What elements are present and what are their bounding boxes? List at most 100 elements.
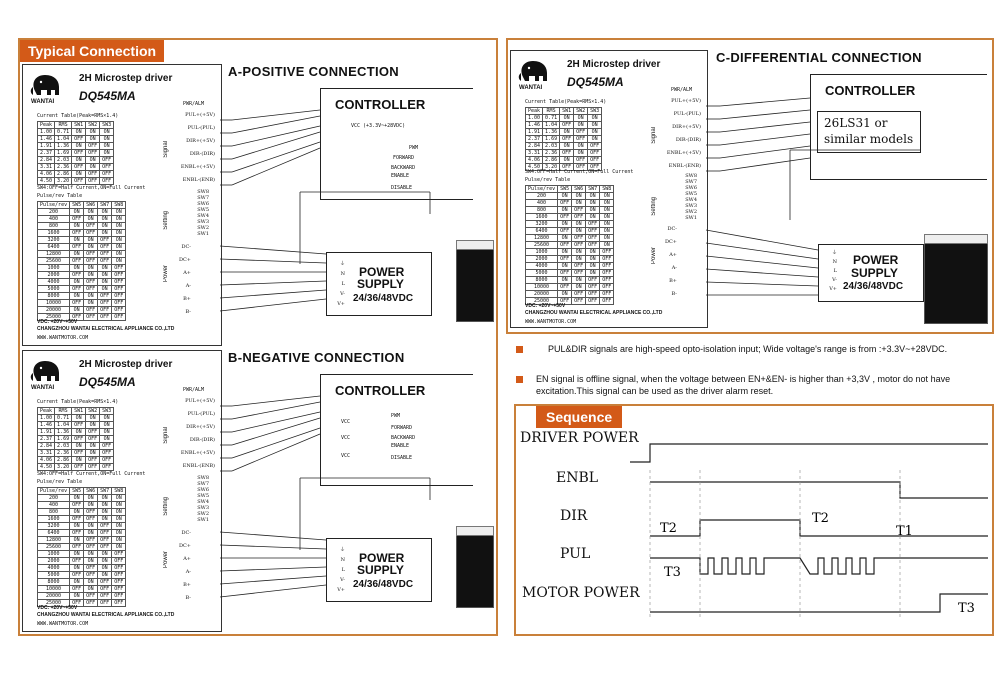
- signal-wire: [231, 109, 321, 121]
- backward-label: BACKWARD: [391, 165, 416, 171]
- power-pin-label: B+: [183, 296, 191, 302]
- power-supply-line1: POWER: [359, 265, 405, 279]
- enable-label: ENABLE: [391, 443, 410, 449]
- pul-waveform: [650, 557, 988, 575]
- dip-switch-label: SW6: [197, 201, 209, 207]
- ps-terminal-label: ⏚: [339, 547, 345, 553]
- dip-switch-label: SW7: [197, 195, 209, 201]
- power-supply-line1: POWER: [853, 253, 899, 267]
- ps-terminal-label: L: [341, 281, 345, 287]
- vcc-label: VCC: [341, 419, 351, 425]
- signal-wire: [719, 109, 811, 120]
- seq-label-dir: DIR: [560, 508, 588, 524]
- ps-terminal-label: V+: [337, 301, 345, 307]
- typical-connection-panel: Typical Connection: [18, 38, 498, 636]
- signal-pin-label: PUL+(+5V): [185, 112, 215, 118]
- table-cell: 3.20: [542, 163, 561, 171]
- power-wire: [219, 531, 327, 541]
- dip-switch-label: SW8: [197, 475, 209, 481]
- power-wire: [219, 584, 327, 598]
- signal-wire: [231, 125, 321, 147]
- ps-terminal-label: V+: [829, 286, 837, 292]
- signal-pin-label: ENBL+(+5V): [180, 450, 215, 456]
- seq-label-enbl: ENBL: [556, 470, 599, 486]
- signal-wire: [231, 147, 321, 186]
- ps-terminal-label: V-: [340, 291, 345, 297]
- dip-switch-label: SW5: [197, 207, 209, 213]
- power-wire: [219, 245, 327, 255]
- signal-pin-label: DIR+(+5V): [186, 424, 215, 430]
- signal-wire: [719, 121, 811, 133]
- power-wire: [219, 575, 327, 585]
- table-cell: OFF: [99, 177, 115, 185]
- controller-c: CONTROLLER 26LS31 or similar models: [810, 74, 987, 180]
- vdc-label: VDC: +20V~+50V: [525, 303, 566, 309]
- signal-wire: [231, 411, 321, 433]
- enbl-waveform: [650, 481, 988, 499]
- driver-brand-line: 2H Microstep driver: [567, 59, 661, 70]
- company-label: CHANGZHOU WANTAI ELECTRICAL APPLIANCE CO…: [37, 326, 175, 332]
- timing-label-t1: T1: [896, 524, 913, 539]
- table-cell: OFF: [111, 599, 127, 607]
- driver-model: DQ545MA: [79, 89, 136, 103]
- ps-terminal-label: ⏚: [339, 261, 345, 267]
- table-cell: OFF: [587, 163, 603, 171]
- table-cell: OFF: [111, 313, 127, 321]
- dip-switch-label: SW2: [197, 225, 209, 231]
- power-wire: [219, 298, 327, 312]
- wantai-label: WANTAI: [31, 385, 55, 391]
- wantai-label: WANTAI: [31, 99, 55, 105]
- power-pin-list: DC-DC+A+A-B+B-: [171, 527, 191, 605]
- vcc-label: VCC: [341, 435, 351, 441]
- ps-terminal-label: N: [340, 271, 345, 277]
- signal-wire: [231, 395, 321, 407]
- seq-label-pul: PUL: [560, 546, 591, 562]
- chip-box: 26LS31 or similar models: [817, 111, 921, 153]
- timing-label-t2: T2: [660, 521, 677, 536]
- stepper-motor-c-face-icon: [924, 234, 988, 244]
- note1-bullet-icon: [516, 346, 523, 353]
- ps-terminal-label: ⏚: [831, 250, 837, 256]
- power-pin-label: DC-: [181, 530, 191, 536]
- power-pin-list: DC-DC+A+A-B+B-: [171, 241, 191, 319]
- table-cell: 25000: [36, 313, 71, 321]
- signal-wire: [231, 131, 321, 160]
- signal-wire: [231, 433, 321, 472]
- vcc-positive-label: VCC (+3.3V~+28VDC): [351, 123, 406, 129]
- forward-label: FORWARD: [393, 155, 415, 161]
- power-pin-label: DC-: [667, 226, 677, 232]
- sw4-note: SW4:OFF=Half Current,ON=Full Current: [525, 169, 634, 175]
- chip-line1: 26LS31 or: [824, 116, 888, 130]
- signal-pin-label: ENBL+(+5V): [180, 164, 215, 170]
- power-pin-label: DC+: [178, 543, 191, 549]
- ps-terminal-label: V-: [340, 577, 345, 583]
- controller-b: CONTROLLER VCC VCC VCC PWM FORWARD BACKW…: [320, 374, 473, 486]
- table-cell: OFF: [99, 463, 115, 471]
- timing-label-t3: T3: [664, 565, 681, 580]
- power-pin-label: A+: [183, 270, 191, 276]
- sequence-header: Sequence: [536, 406, 623, 428]
- power-wire: [219, 566, 327, 572]
